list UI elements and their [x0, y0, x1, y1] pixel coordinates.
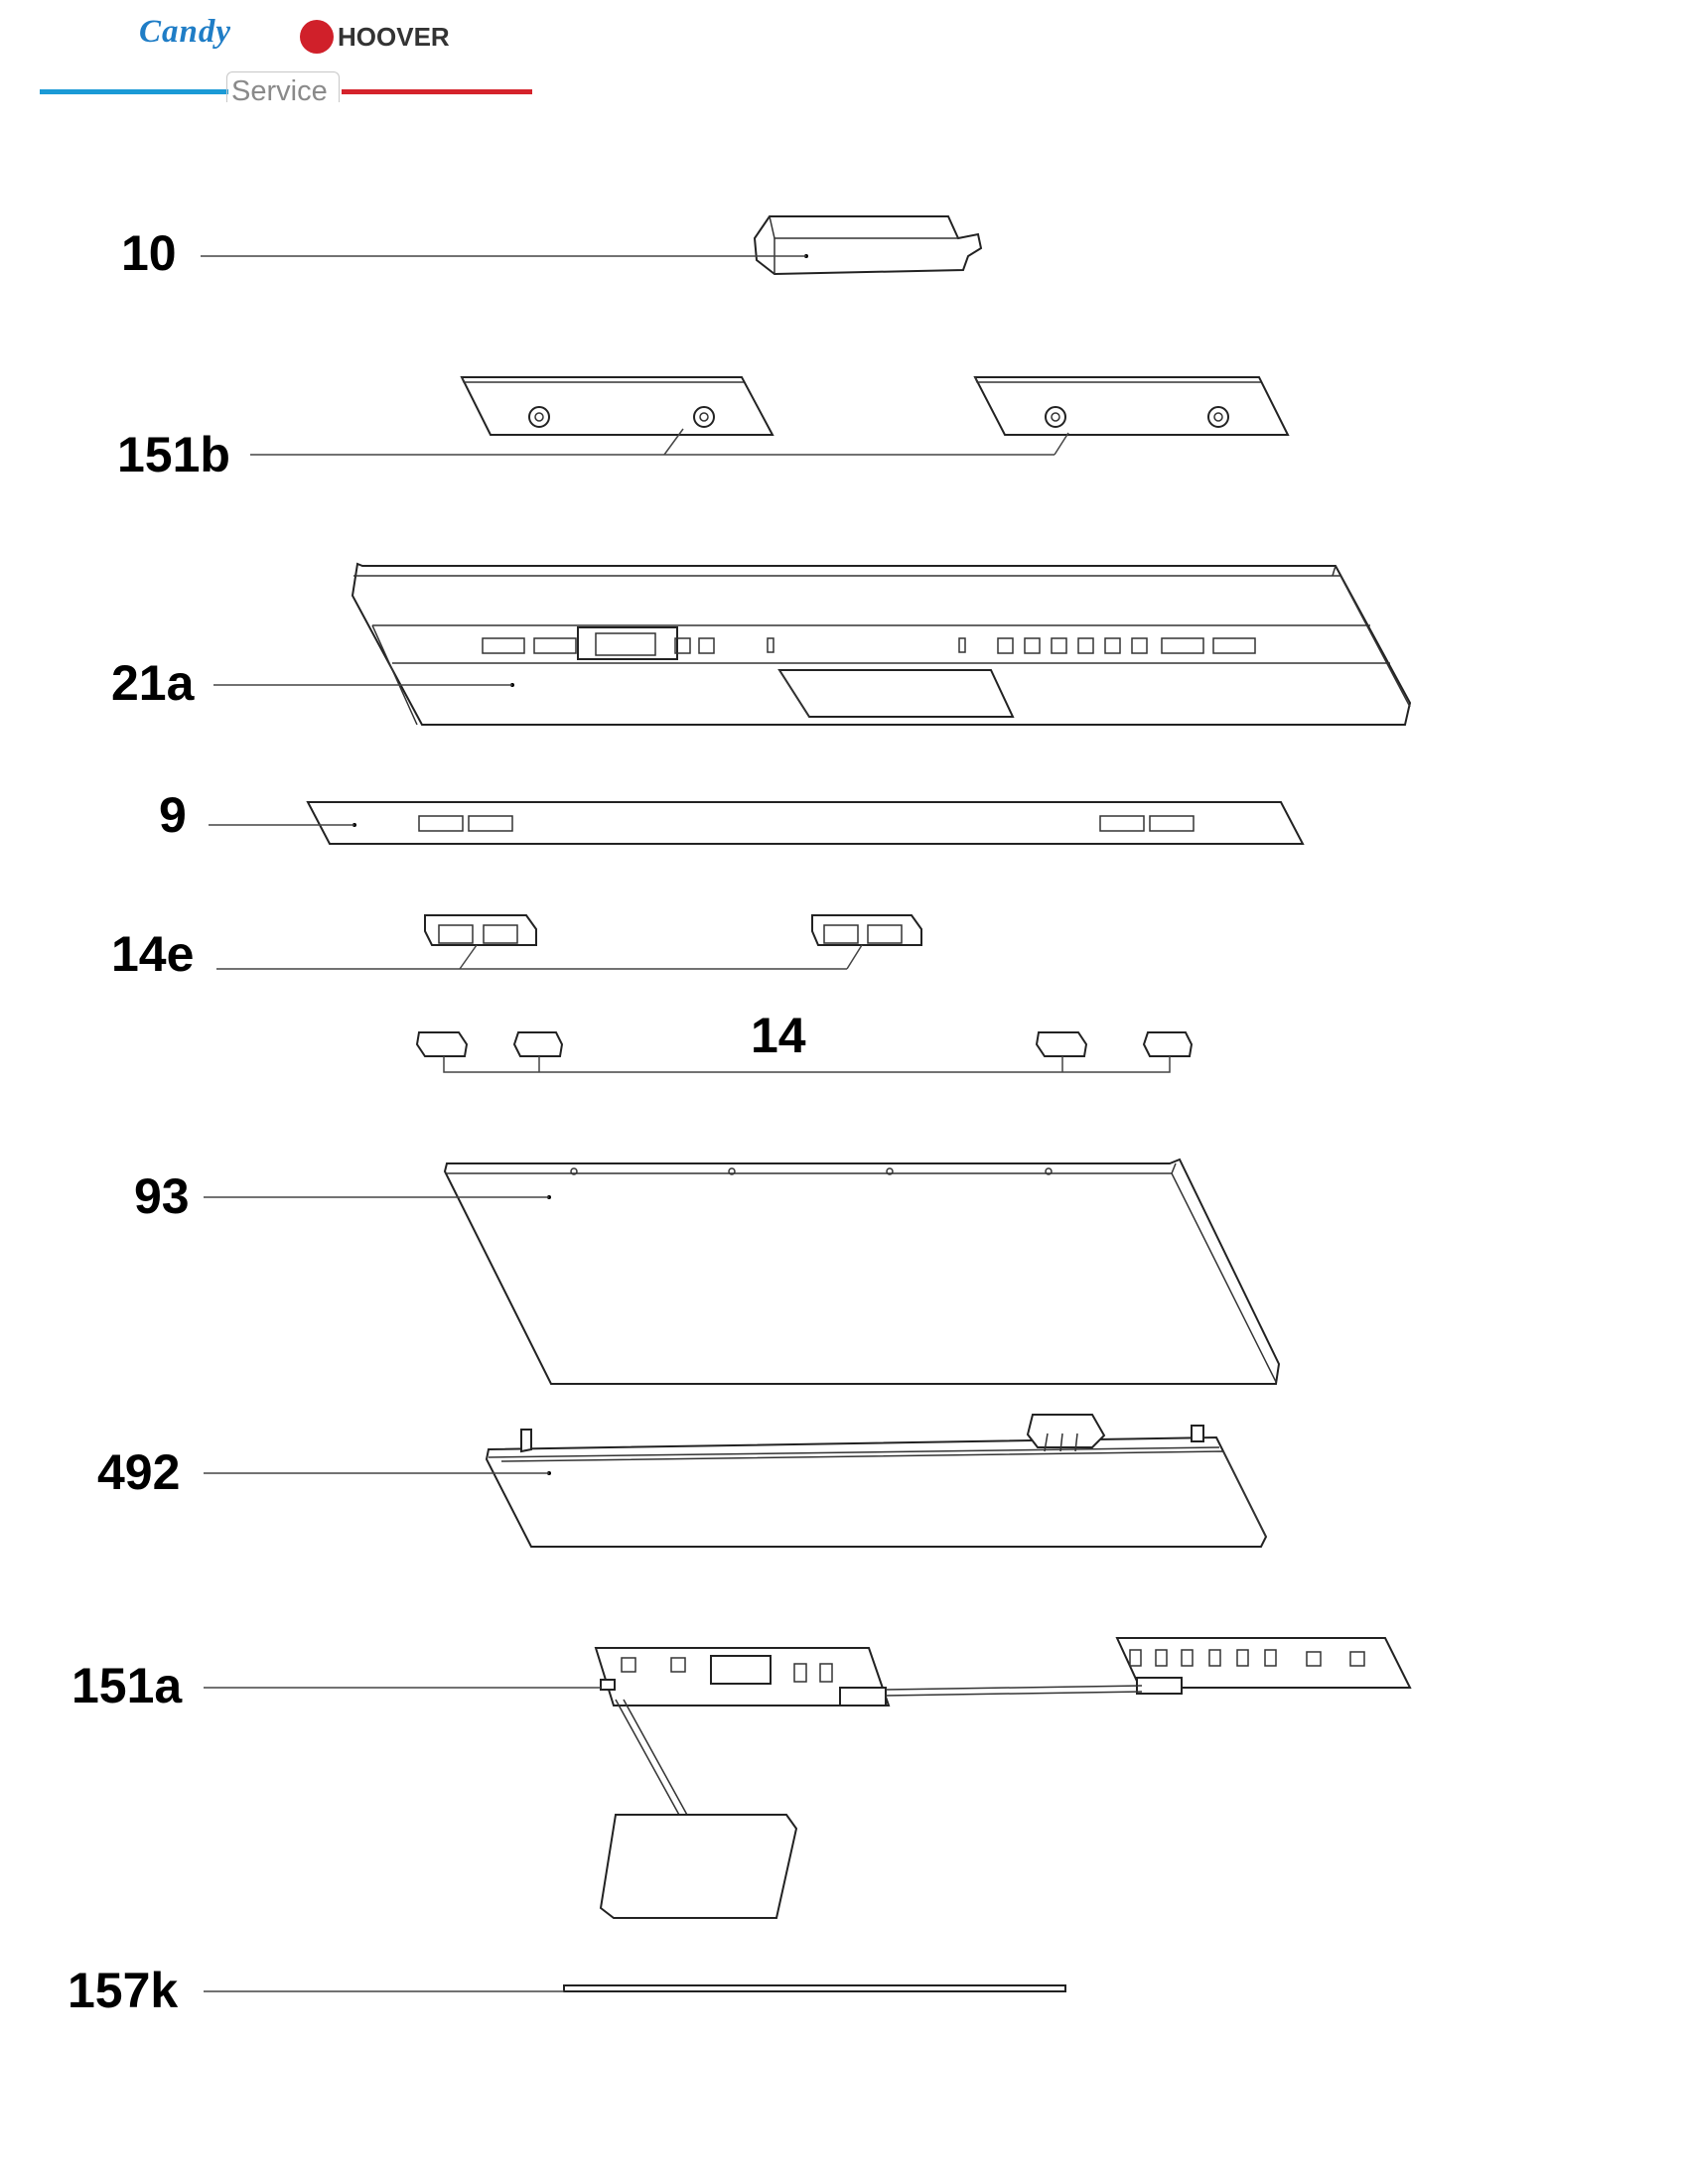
part-label-14e: 14e: [111, 926, 194, 982]
part-9: 9: [159, 787, 1305, 845]
service-tab: [226, 71, 340, 102]
part-14e: 14e: [111, 914, 922, 982]
part-151b: 151b: [117, 376, 1290, 482]
part-157k: 157k: [68, 1963, 1066, 2018]
part-492: 492: [97, 1414, 1268, 1548]
hoover-logo: HOOVER: [338, 22, 450, 52]
candy-logo: Candy: [139, 14, 232, 50]
part-10: 10: [121, 215, 983, 281]
part-label-21a: 21a: [111, 655, 196, 711]
service-label: Service: [231, 75, 328, 107]
part-21a: 21a: [111, 562, 1412, 726]
part-label-151a: 151a: [71, 1658, 183, 1713]
part-label-93: 93: [134, 1168, 190, 1224]
part-151a: 151a: [71, 1637, 1412, 1919]
hoover-logo-icon: [300, 20, 334, 54]
part-14: 14: [415, 1008, 1194, 1073]
service-divider-blue: [40, 89, 228, 94]
part-label-9: 9: [159, 787, 187, 843]
part-label-10: 10: [121, 225, 177, 281]
service-divider-red: [342, 89, 532, 94]
part-label-492: 492: [97, 1444, 180, 1500]
part-label-157k: 157k: [68, 1963, 178, 2018]
part-label-151b: 151b: [117, 427, 230, 482]
part-93: 93: [134, 1158, 1281, 1385]
part-label-14: 14: [751, 1008, 806, 1063]
